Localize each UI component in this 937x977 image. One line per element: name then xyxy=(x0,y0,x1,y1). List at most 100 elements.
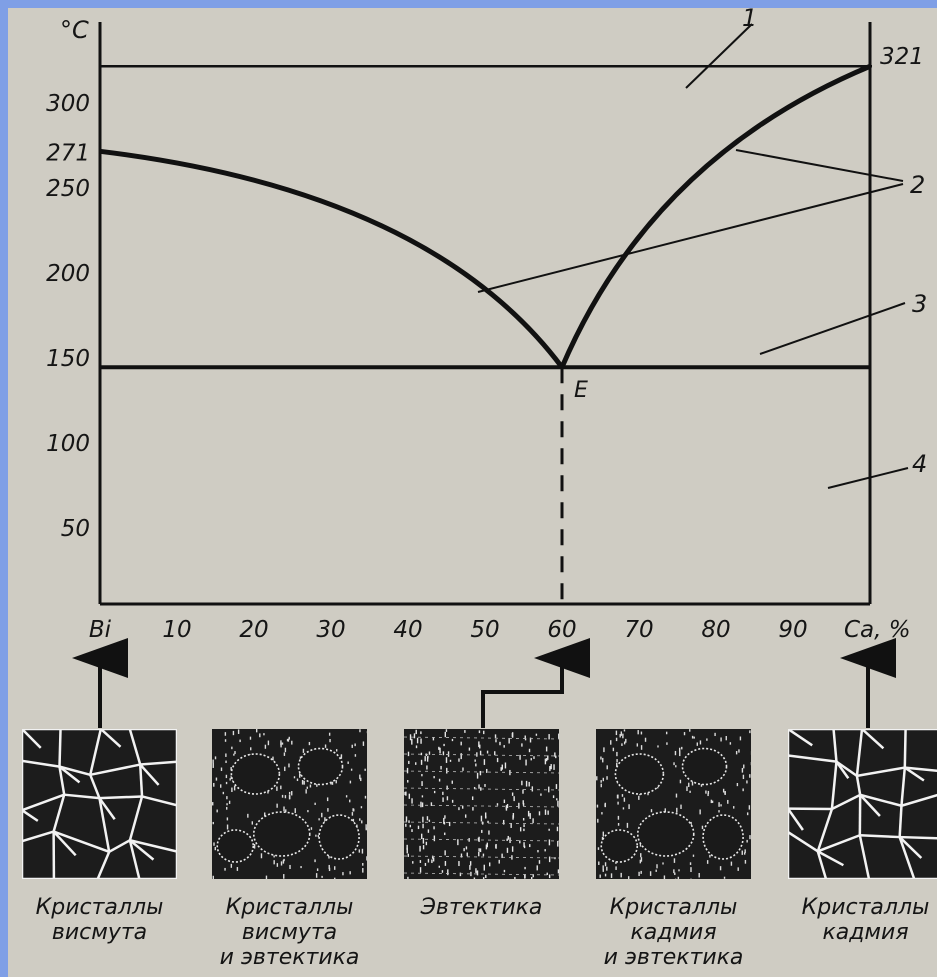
eutectic-fleck xyxy=(232,730,235,736)
eutectic-colony-edge xyxy=(404,872,559,876)
eutectic-fleck xyxy=(306,786,308,789)
eutectic-fleck xyxy=(480,815,483,822)
eutectic-fleck xyxy=(735,751,738,755)
eutectic-fleck xyxy=(328,854,330,859)
eutectic-fleck xyxy=(446,767,448,774)
eutectic-fleck xyxy=(291,791,293,796)
y-tick-label: 271 xyxy=(46,140,90,166)
eutectic-fleck xyxy=(599,874,601,878)
eutectic-fleck xyxy=(522,817,525,821)
eutectic-fleck xyxy=(345,795,348,798)
eutectic-fleck xyxy=(693,736,695,739)
grain-boundary xyxy=(129,839,155,861)
x-tick-label: 70 xyxy=(624,617,653,643)
eutectic-fleck xyxy=(501,853,503,859)
eutectic-fleck xyxy=(351,744,353,748)
grain-boundary xyxy=(22,759,60,768)
eutectic-fleck xyxy=(289,864,291,869)
eutectic-fleck xyxy=(722,788,725,793)
eutectic-fleck xyxy=(413,733,416,739)
eutectic-fleck xyxy=(329,739,331,743)
eutectic-fleck xyxy=(494,751,496,756)
eutectic-fleck xyxy=(440,765,442,770)
eutectic-colony-edge xyxy=(404,855,559,859)
eutectic-fleck xyxy=(725,736,727,741)
panel-caption-line: и эвтектика xyxy=(604,945,744,970)
grain-boundary xyxy=(99,795,143,800)
eutectic-fleck xyxy=(528,748,531,753)
eutectic-fleck xyxy=(471,796,474,801)
eutectic-fleck xyxy=(451,799,454,803)
eutectic-fleck xyxy=(422,837,425,844)
eutectic-fleck xyxy=(309,784,312,788)
eutectic-fleck xyxy=(451,780,453,784)
eutectic-fleck xyxy=(503,745,505,748)
eutectic-fleck xyxy=(353,808,355,812)
eutectic-fleck xyxy=(426,765,428,770)
grain-boundary xyxy=(835,760,858,777)
eutectic-fleck xyxy=(213,842,215,846)
panel-texture xyxy=(22,729,177,879)
eutectic-fleck xyxy=(469,865,471,870)
eutectic-fleck xyxy=(305,789,307,794)
eutectic-fleck xyxy=(335,780,337,784)
eutectic-fleck xyxy=(544,849,546,852)
eutectic-fleck xyxy=(408,760,410,764)
eutectic-fleck xyxy=(225,760,227,763)
eutectic-fleck xyxy=(411,798,413,804)
grain-boundary xyxy=(58,765,81,784)
eutectic-fleck xyxy=(536,865,538,871)
eutectic-fleck xyxy=(627,876,630,879)
eutectic-fleck xyxy=(273,855,275,858)
eutectic-fleck xyxy=(689,729,691,732)
eutectic-fleck xyxy=(445,757,448,763)
eutectic-fleck xyxy=(552,795,555,799)
phase-curves: E xyxy=(99,63,872,604)
eutectic-fleck xyxy=(350,768,353,771)
eutectic-fleck xyxy=(420,731,422,735)
eutectic-fleck xyxy=(288,791,291,795)
eutectic-fleck xyxy=(639,859,642,864)
eutectic-fleck xyxy=(557,869,559,874)
eutectic-fleck xyxy=(473,786,476,790)
eutectic-fleck xyxy=(486,768,488,773)
eutectic-fleck xyxy=(280,740,282,746)
eutectic-fleck xyxy=(628,804,630,810)
x-tick-label: 30 xyxy=(316,617,345,643)
eutectic-fleck xyxy=(478,836,480,842)
eutectic-fleck xyxy=(475,763,477,767)
eutectic-fleck xyxy=(508,737,510,744)
eutectic-colony-edge xyxy=(404,838,559,842)
eutectic-fleck xyxy=(407,751,410,757)
panel-caption-line: Эвтектика xyxy=(420,895,543,920)
eutectic-fleck xyxy=(718,802,720,807)
eutectic-fleck xyxy=(443,743,445,747)
eutectic-fleck xyxy=(224,739,227,742)
eutectic-fleck xyxy=(361,848,364,854)
eutectic-fleck xyxy=(331,781,334,785)
eutectic-fleck xyxy=(438,746,440,750)
eutectic-fleck xyxy=(639,842,642,847)
eutectic-fleck xyxy=(665,731,668,735)
eutectic-fleck xyxy=(681,746,683,750)
eutectic-fleck xyxy=(616,762,618,767)
grain-boundary xyxy=(22,809,39,822)
eutectic-fleck xyxy=(405,823,407,827)
grain-boundary xyxy=(89,774,101,799)
grain-boundary xyxy=(128,729,142,765)
x-tick-label: 10 xyxy=(162,617,191,643)
eutectic-fleck xyxy=(710,799,713,804)
eutectic-fleck xyxy=(476,772,479,779)
eutectic-fleck xyxy=(460,753,462,760)
eutectic-fleck xyxy=(550,764,552,770)
eutectic-fleck xyxy=(364,795,367,799)
eutectic-fleck xyxy=(286,738,289,742)
eutectic-fleck xyxy=(236,867,239,871)
eutectic-fleck xyxy=(409,734,412,741)
eutectic-fleck xyxy=(650,809,653,813)
eutectic-fleck xyxy=(504,762,507,769)
callout-3-line xyxy=(759,302,906,355)
eutectic-fleck xyxy=(538,860,541,864)
grain-boundary xyxy=(141,795,177,807)
eutectic-fleck xyxy=(656,864,658,869)
